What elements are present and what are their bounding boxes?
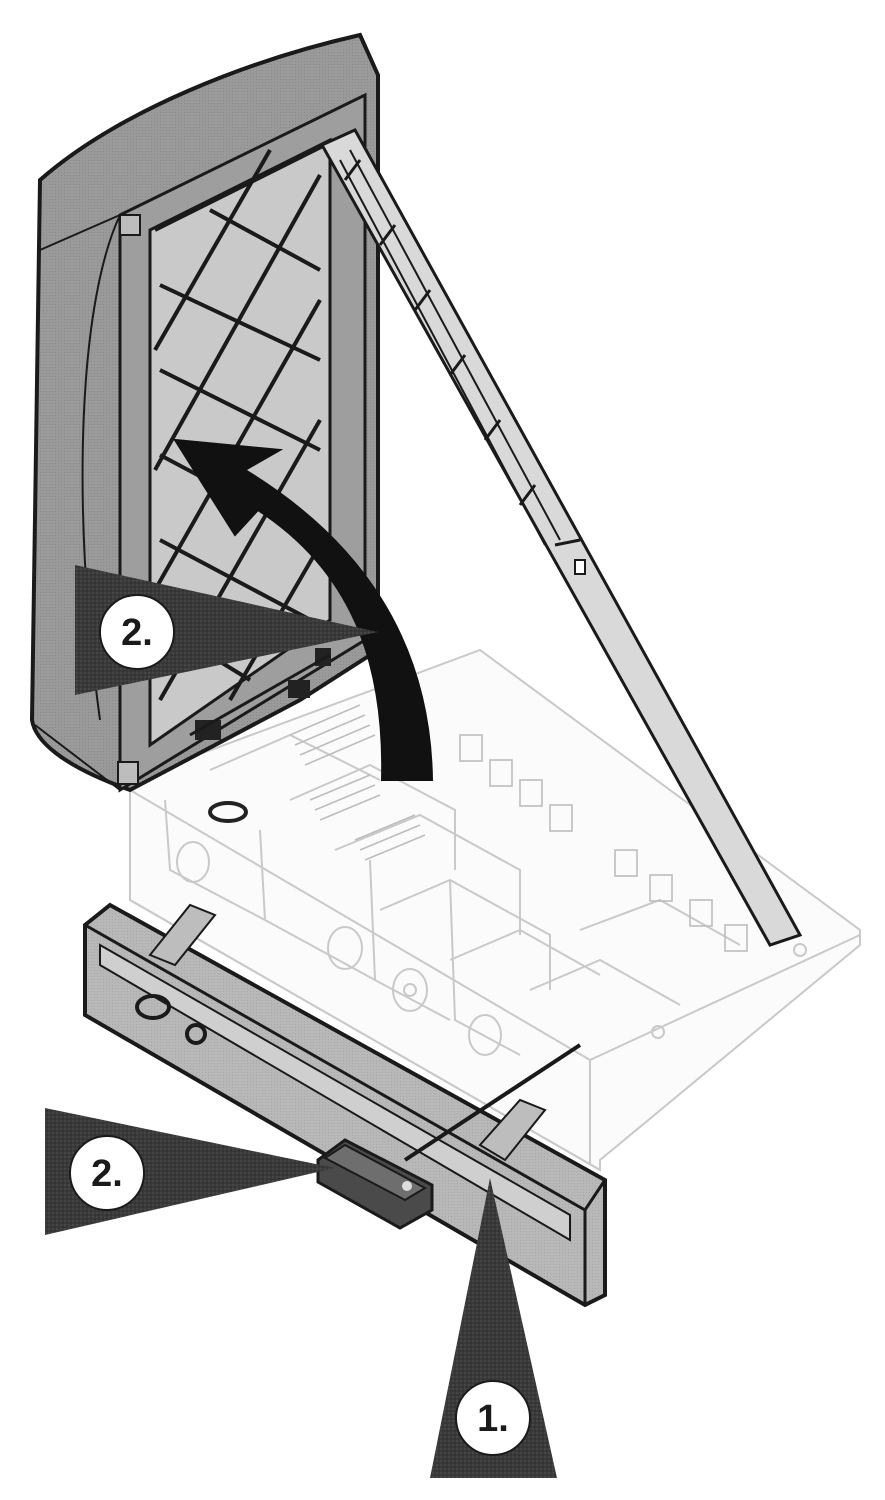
front-panel-cover <box>83 902 607 1308</box>
step-label-left: 2. <box>91 1153 123 1195</box>
base-housing <box>129 648 861 1172</box>
step-badge-bottom <box>455 1380 531 1456</box>
screwdriver <box>316 1043 582 1230</box>
curved-arrow <box>173 438 434 781</box>
support-strut <box>319 128 803 947</box>
pointer-step-1-bottom: 1. <box>430 1178 557 1478</box>
pointer-step-2-left: 2. <box>45 1108 335 1235</box>
step-badge-top <box>99 594 175 670</box>
pointer-step-2-top: 2. <box>75 565 378 695</box>
step-label-top: 2. <box>121 612 153 654</box>
step-label-bottom: 1. <box>477 1398 509 1440</box>
step-badge-left <box>69 1135 145 1211</box>
